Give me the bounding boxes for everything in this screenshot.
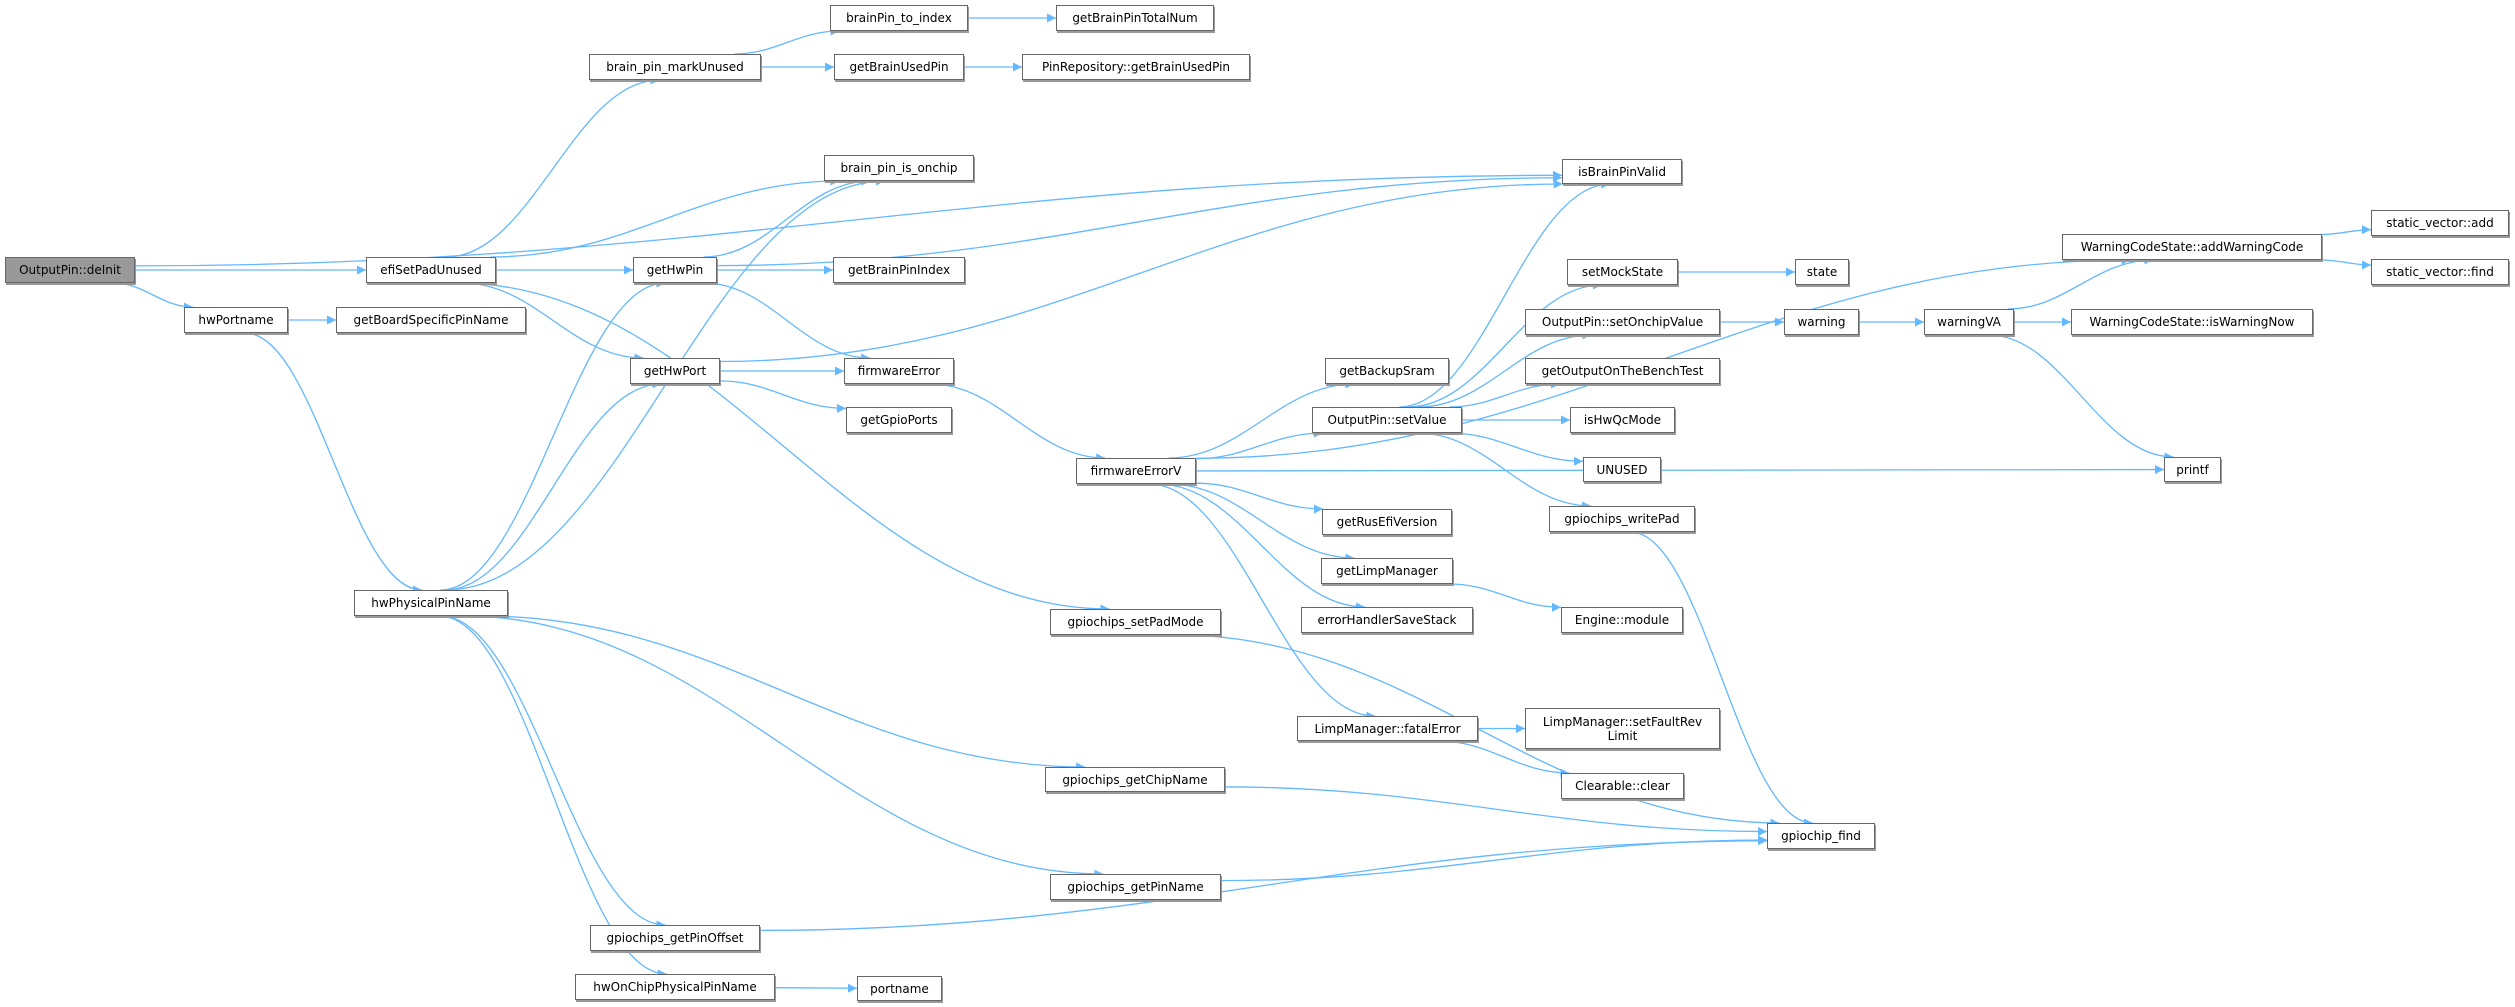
graph-node-setValue[interactable]: OutputPin::setValue (1312, 407, 1462, 433)
graph-node-getGpioPorts[interactable]: getGpioPorts (846, 407, 952, 433)
graph-node-getHwPort[interactable]: getHwPort (630, 358, 720, 384)
graph-node-hwPhysicalPinName[interactable]: hwPhysicalPinName (354, 590, 508, 616)
call-edge-hwPhysicalPinName-to-hwOnChipPhysicalPinName (439, 615, 667, 979)
graph-node-gpiochips_setPadMode[interactable]: gpiochips_setPadMode (1050, 609, 1221, 635)
graph-node-fatalError[interactable]: LimpManager::fatalError (1297, 716, 1478, 741)
call-edge-addWarningCode-to-sv_find (2320, 259, 2372, 270)
graph-node-isBrainPinValid[interactable]: isBrainPinValid (1562, 159, 1682, 184)
graph-node-brain_pin_is_onchip[interactable]: brain_pin_is_onchip (824, 155, 974, 181)
call-edge-getLimpManager-to-Engine_module (1449, 583, 1562, 612)
graph-node-hwOnChipPhysicalPinName[interactable]: hwOnChipPhysicalPinName (575, 974, 775, 1000)
call-edge-hwPhysicalPinName-to-brain_pin_is_onchip (444, 176, 886, 591)
graph-node-brainPin_to_index[interactable]: brainPin_to_index (830, 5, 968, 31)
call-edge-setValue-to-isBrainPinValid (1399, 179, 1611, 408)
call-edge-firmwareErrorV-to-fatalError (1148, 483, 1376, 721)
call-edge-addWarningCode-to-sv_add (2321, 225, 2372, 236)
graph-node-getBoardSpecificPinName[interactable]: getBoardSpecificPinName (336, 307, 526, 333)
graph-node-getBrainPinIndex[interactable]: getBrainPinIndex (833, 257, 965, 283)
call-edge-firmwareError-to-firmwareErrorV (929, 383, 1106, 463)
call-edge-efiSetPadUnused-to-brain_pin_is_onchip (490, 176, 840, 258)
call-edge-hwPhysicalPinName-to-getHwPort (444, 379, 662, 591)
call-edge-hwPhysicalPinName-to-gpiochips_getPinOffset (440, 615, 666, 930)
graph-node-gpiochips_getChipName[interactable]: gpiochips_getChipName (1045, 767, 1225, 792)
graph-node-printf[interactable]: printf (2164, 457, 2221, 482)
graph-node-errorHandlerSaveStack[interactable]: errorHandlerSaveStack (1301, 607, 1473, 633)
call-edge-hwPhysicalPinName-to-gpiochips_getChipName (482, 615, 1086, 772)
call-edge-getHwPort-to-getGpioPorts (719, 380, 847, 413)
call-edge-efiSetPadUnused-to-getHwPort (462, 282, 644, 363)
call-edge-setValue-to-setOnchipValue (1418, 330, 1592, 408)
call-edge-getHwPin-to-firmwareError (703, 282, 871, 363)
graph-node-gpiochips_getPinName[interactable]: gpiochips_getPinName (1050, 874, 1221, 900)
graph-node-gpiochips_writePad[interactable]: gpiochips_writePad (1549, 506, 1695, 532)
call-edge-efiSetPadUnused-to-brain_pin_markUnused (446, 75, 660, 258)
graph-node-portname[interactable]: portname (857, 976, 942, 1001)
call-edge-firmwareErrorV-to-errorHandlerSaveStack (1157, 483, 1366, 612)
graph-node-hwPortname[interactable]: hwPortname (184, 307, 288, 333)
call-edge-hwPortname-to-hwPhysicalPinName (244, 332, 423, 595)
call-edge-hwOnChipPhysicalPinName-to-portname (774, 983, 858, 993)
call-edge-firmwareErrorV-to-getRusEfiVersion (1195, 482, 1324, 514)
call-edge-gpiochips_getPinName-to-gpiochip_find (1220, 835, 1768, 882)
call-edge-getHwPin-to-brain_pin_is_onchip (703, 176, 871, 258)
call-edge-fatalError-to-Clearable_clear (1438, 740, 1570, 778)
graph-node-Clearable_clear[interactable]: Clearable::clear (1561, 773, 1684, 799)
graph-node-isWarningNow[interactable]: WarningCodeState::isWarningNow (2071, 309, 2313, 335)
call-edge-setValue-to-setMockState (1407, 280, 1602, 408)
graph-node-getBrainPinTotalNum[interactable]: getBrainPinTotalNum (1056, 5, 1214, 31)
graph-node-getRusEfiVersion[interactable]: getRusEfiVersion (1322, 509, 1452, 535)
call-edge-deInit-to-hwPortname (113, 282, 193, 312)
call-edge-firmwareErrorV-to-setValue (1195, 428, 1324, 460)
graph-node-firmwareErrorV[interactable]: firmwareErrorV (1076, 458, 1196, 484)
graph-node-getBackupSram[interactable]: getBackupSram (1325, 358, 1449, 384)
call-edge-firmwareErrorV-to-getBackupSram (1168, 379, 1355, 459)
call-edge-setValue-to-UNUSED (1448, 432, 1584, 466)
graph-root-node: OutputPin::deInit (5, 257, 135, 283)
graph-node-getHwPin[interactable]: getHwPin (633, 257, 717, 283)
graph-node-getOutputOnTheBenchTest[interactable]: getOutputOnTheBenchTest (1525, 358, 1720, 384)
graph-node-setOnchipValue[interactable]: OutputPin::setOnchipValue (1525, 309, 1720, 335)
graph-node-brain_pin_markUnused[interactable]: brain_pin_markUnused (589, 54, 761, 80)
call-edge-hwPhysicalPinName-to-getHwPin (440, 278, 666, 591)
graph-node-setMockState[interactable]: setMockState (1567, 259, 1678, 285)
call-edge-warningVA-to-addWarningCode (2007, 255, 2154, 310)
graph-node-state[interactable]: state (1795, 259, 1849, 285)
graph-node-PinRepo_getBrainUsedPin[interactable]: PinRepository::getBrainUsedPin (1022, 54, 1250, 80)
graph-node-gpiochip_find[interactable]: gpiochip_find (1767, 823, 1875, 849)
graph-node-sv_find[interactable]: static_vector::find (2371, 259, 2509, 285)
graph-node-getLimpManager[interactable]: getLimpManager (1321, 558, 1453, 584)
graph-node-isHwQcMode[interactable]: isHwQcMode (1570, 407, 1675, 433)
call-edge-hwPhysicalPinName-to-gpiochips_getPinName (463, 615, 1104, 879)
call-edge-setValue-to-getOutputOnTheBenchTest (1449, 379, 1561, 408)
call-edge-firmwareErrorV-to-getLimpManager (1168, 483, 1355, 563)
graph-node-warningVA[interactable]: warningVA (1924, 309, 2014, 335)
graph-node-efiSetPadUnused[interactable]: efiSetPadUnused (366, 257, 496, 283)
call-edge-gpiochips_getPinOffset-to-gpiochip_find (759, 836, 1768, 932)
call-edge-gpiochips_getChipName-to-gpiochip_find (1224, 786, 1768, 837)
call-edge-deInit-to-isBrainPinValid (134, 170, 1563, 267)
graph-node-gpiochips_getPinOffset[interactable]: gpiochips_getPinOffset (590, 925, 760, 951)
graph-node-sv_add[interactable]: static_vector::add (2371, 210, 2509, 236)
graph-node-UNUSED[interactable]: UNUSED (1583, 457, 1661, 482)
call-edge-efiSetPadUnused-to-gpiochips_setPadMode (457, 282, 1110, 614)
graph-node-addWarningCode[interactable]: WarningCodeState::addWarningCode (2062, 234, 2322, 260)
call-edge-gpiochips_writePad-to-gpiochip_find (1630, 531, 1813, 828)
call-edge-getHwPort-to-isBrainPinValid (719, 179, 1563, 363)
call-edge-brain_pin_markUnused-to-brainPin_to_index (734, 26, 840, 55)
call-edge-firmwareErrorV-to-printf (1195, 465, 2165, 475)
call-edge-warningVA-to-printf (1988, 334, 2174, 462)
graph-node-Engine_module[interactable]: Engine::module (1561, 607, 1683, 633)
graph-node-getBrainUsedPin[interactable]: getBrainUsedPin (834, 54, 964, 80)
graph-node-setFaultRevLimit[interactable]: LimpManager::setFaultRev Limit (1525, 708, 1720, 749)
graph-node-firmwareError[interactable]: firmwareError (844, 358, 954, 384)
graph-node-warning[interactable]: warning (1784, 309, 1859, 335)
call-edge-setValue-to-gpiochips_writePad (1417, 432, 1592, 511)
call-edge-gpiochips_setPadMode-to-gpiochip_find (1177, 634, 1780, 828)
